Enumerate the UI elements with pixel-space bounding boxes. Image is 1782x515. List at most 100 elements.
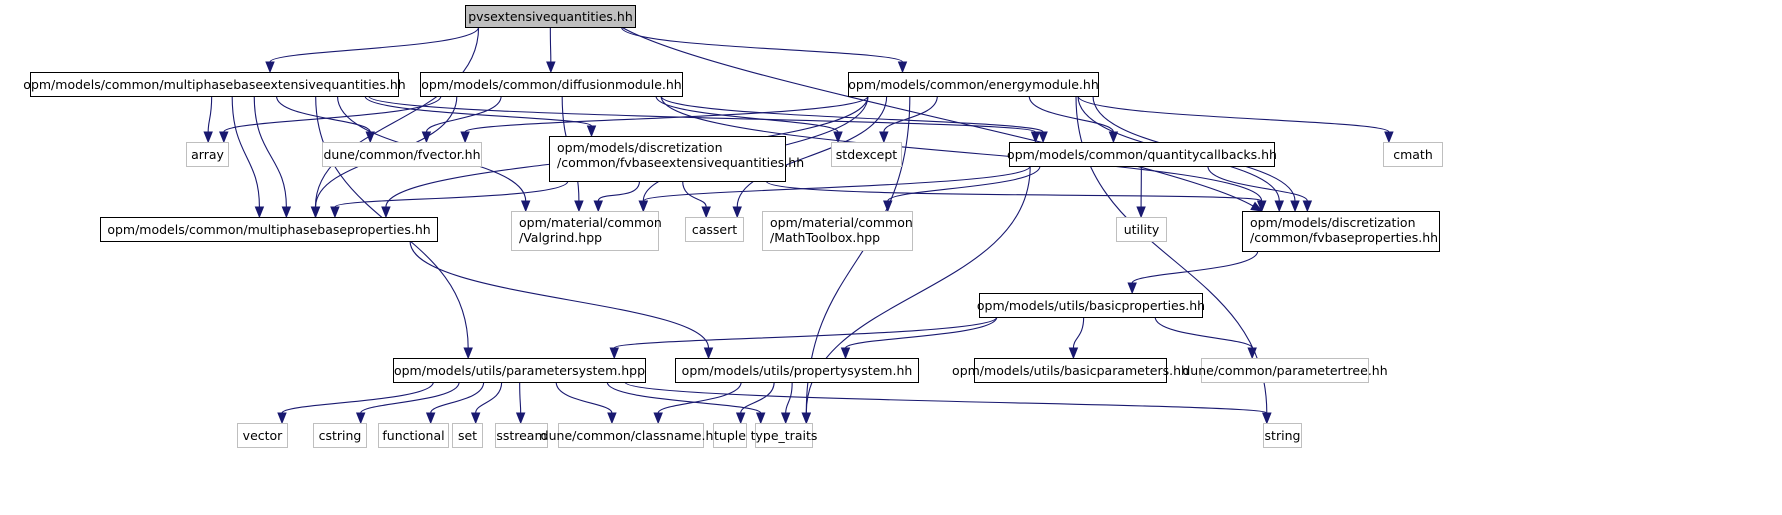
node-opm-models-common-diffusionmodule-hh[interactable]: opm/models/common/diffusionmodule.hh [420,72,683,97]
arrowhead-icon [879,131,889,144]
node-box [452,423,483,448]
node-opm-models-utils-propertysystem-hh[interactable]: opm/models/utils/propertysystem.hh [675,358,919,383]
node-label: type_traits [751,428,818,443]
node-label: tuple [714,428,746,443]
node-label: opm/models/discretization [1250,215,1416,230]
arrowhead-icon [546,61,556,74]
arrowhead-icon [1038,131,1048,144]
edge-diff-to-qcb [660,95,1048,144]
edge-line [740,381,775,414]
edge-line [642,165,1031,202]
arrowhead-icon [1302,200,1313,213]
node-box [393,358,646,383]
node-label: opm/models/common/quantitycallbacks.hh [1007,147,1277,162]
edge-line [1077,95,1390,133]
arrowhead-icon [470,412,481,425]
node-box [313,423,367,448]
edge-paramsys-to-sstream [515,381,526,425]
edge-line [765,180,1263,202]
edge-mbeq-to-fvbeq [364,95,597,138]
edge-line [660,95,1263,202]
edge-line [549,26,552,63]
edge-line [620,26,904,63]
arrowhead-icon [203,131,213,144]
edge-line [1072,316,1085,349]
node-opm-models-common-energymodule-hh[interactable]: opm/models/common/energymodule.hh [848,72,1099,97]
arrowhead-icon [515,412,526,425]
arrowhead-icon [1247,347,1257,360]
node-box [558,423,704,448]
node-box [713,423,747,448]
node-opm-models-discretization-common-fvbaseextensivequantities-hh[interactable]: opm/models/discretization/common/fvbasee… [549,136,805,182]
edge-diff-to-stdexcept [655,95,843,144]
node-sstream: sstream [495,423,548,448]
edge-basicprops-to-basicparams [1068,316,1085,360]
edge-line [1028,95,1114,133]
node-box [420,72,683,97]
node-box [549,136,786,182]
node-box [495,423,548,448]
node-opm-models-utils-basicproperties-hh[interactable]: opm/models/utils/basicproperties.hh [977,293,1205,318]
node-label: opm/models/discretization [557,140,723,155]
arrowhead-icon [355,412,366,425]
arrowhead-icon [701,206,711,219]
node-stdexcept: stdexcept [831,142,902,167]
edge-line [223,95,442,133]
node-opm-models-utils-parametersystem-hpp[interactable]: opm/models/utils/parametersystem.hpp [393,358,646,383]
arrowhead-icon [883,200,893,213]
arrowhead-icon [1030,131,1041,144]
node-box [237,423,288,448]
node-array: array [186,142,229,167]
arrowhead-icon [310,206,321,219]
node-box [1009,142,1275,167]
edge-mbeq-to-mbprops [253,95,292,219]
node-label: pvsextensivequantities.hh [468,9,633,24]
node-opm-models-utils-basicparameters-hh[interactable]: opm/models/utils/basicparameters.hh [952,358,1189,383]
edge-line [660,95,1044,133]
node-opm-material-common-mathtoolbox-hpp: opm/material/common/MathToolbox.hpp [762,211,913,251]
edge-line [364,95,593,127]
node-label: opm/models/utils/propertysystem.hh [682,363,913,378]
edge-line [1154,316,1253,349]
node-label: opm/material/common [770,215,913,230]
edge-line [281,381,434,414]
node-vector: vector [237,423,288,448]
arrowhead-icon [460,131,470,144]
node-opm-models-discretization-common-fvbaseproperties-hh[interactable]: opm/models/discretization/common/fvbasep… [1242,211,1440,252]
edge-root-to-energy [620,26,908,74]
node-box [100,217,438,242]
edge-fvbeq-to-fvbprops [765,180,1267,213]
node-opm-models-common-multiphasebaseproperties-hh[interactable]: opm/models/common/multiphasebaseproperti… [100,217,438,242]
edge-paramsys-to-classname [555,381,617,425]
edge-line [883,95,938,133]
node-opm-models-common-multiphasebaseextensivequantities-hh[interactable]: opm/models/common/multiphasebaseextensiv… [23,72,406,97]
node-label: stdexcept [836,147,897,162]
node-label: opm/models/utils/basicproperties.hh [977,298,1205,313]
arrowhead-icon [833,131,843,144]
edge-propsys-to-tuple [735,381,775,425]
edge-line [519,381,522,414]
arrowhead-icon [1256,200,1267,213]
node-dune-common-parametertree-hh: dune/common/parametertree.hh [1182,358,1388,383]
edge-line [425,95,502,133]
arrowhead-icon [755,412,766,425]
nodes-layer: pvsextensivequantities.hh opm/models/comm… [23,5,1443,448]
node-label: utility [1124,222,1160,237]
node-label: sstream [496,428,546,443]
edge-basicprops-to-paramsys [609,316,998,360]
edge-qcb-to-utility [1136,165,1146,219]
arrowhead-icon [1290,200,1300,213]
edge-line [657,381,742,414]
arrowhead-icon [732,206,742,219]
node-string: string [1263,423,1302,448]
node-pvsextensivequantities-hh[interactable]: pvsextensivequantities.hh [465,5,636,28]
edge-mbeq-to-mbprops [231,95,265,219]
arrowhead-icon [1262,412,1272,425]
arrowhead-icon [281,206,292,219]
edge-line [275,95,371,133]
edge-line [368,95,1037,133]
node-box [186,142,229,167]
node-opm-models-common-quantitycallbacks-hh[interactable]: opm/models/common/quantitycallbacks.hh [1007,142,1277,167]
node-label: opm/models/common/multiphasebaseextensiv… [23,77,405,92]
node-box [979,293,1203,318]
